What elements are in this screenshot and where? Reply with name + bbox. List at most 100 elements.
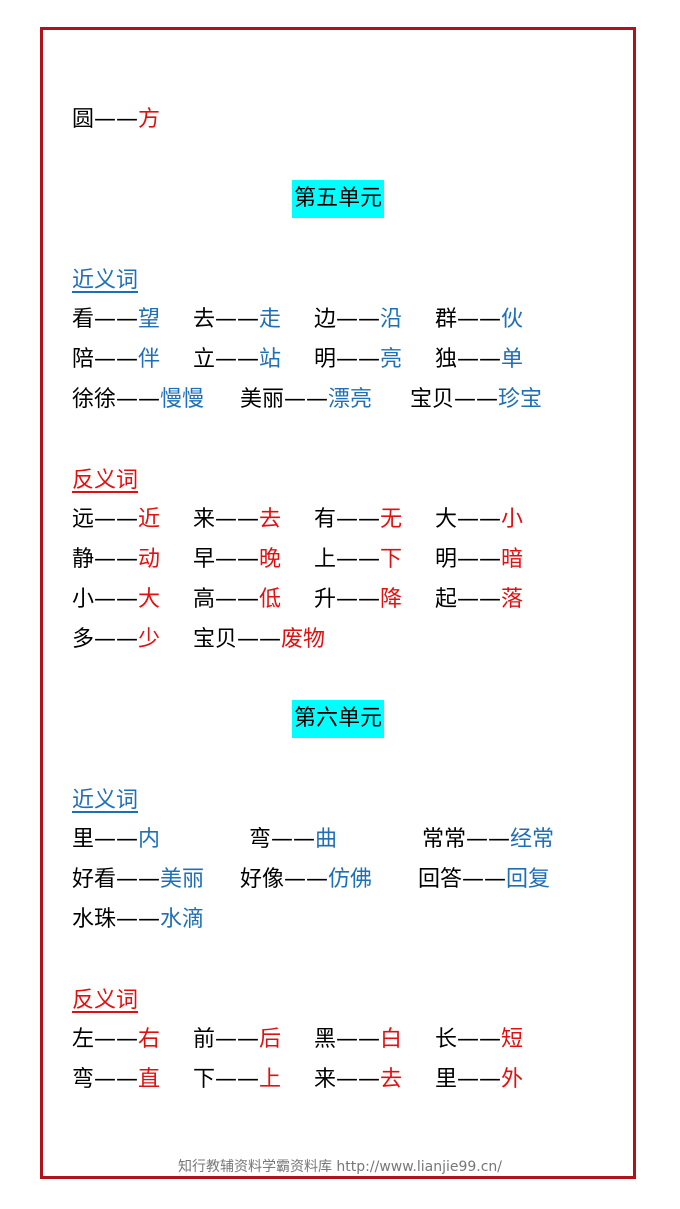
dash: —— xyxy=(215,1027,260,1052)
word: 静 xyxy=(72,547,95,572)
answer-word: 大 xyxy=(138,587,161,612)
answer-word: 美丽 xyxy=(160,867,205,892)
dash: —— xyxy=(457,507,502,532)
answer-word: 少 xyxy=(138,627,161,652)
word-pair: 去——走 xyxy=(193,305,281,335)
dash: —— xyxy=(116,867,161,892)
word: 边 xyxy=(314,307,337,332)
answer-word: 小 xyxy=(501,507,524,532)
word-pair: 宝贝——珍宝 xyxy=(410,385,542,415)
word: 高 xyxy=(193,587,216,612)
answer-word: 直 xyxy=(138,1067,161,1092)
dash: —— xyxy=(457,307,502,332)
answer-word: 方 xyxy=(138,107,161,132)
dash: —— xyxy=(336,547,381,572)
word-pair: 看——望 xyxy=(72,305,160,335)
word: 好看 xyxy=(72,867,117,892)
answer-word: 暗 xyxy=(501,547,524,572)
dash: —— xyxy=(94,307,139,332)
word: 里 xyxy=(435,1067,458,1092)
word: 远 xyxy=(72,507,95,532)
dash: —— xyxy=(336,1067,381,1092)
word: 回答 xyxy=(418,867,463,892)
dash: —— xyxy=(457,547,502,572)
dash: —— xyxy=(336,307,381,332)
word: 有 xyxy=(314,507,337,532)
word-pair: 独——单 xyxy=(435,345,523,375)
answer-word: 外 xyxy=(501,1067,524,1092)
word: 看 xyxy=(72,307,95,332)
word: 好像 xyxy=(240,867,285,892)
word: 黑 xyxy=(314,1027,337,1052)
word-pair: 来——去 xyxy=(314,1065,402,1095)
word-pair: 群——伙 xyxy=(435,305,523,335)
word: 独 xyxy=(435,347,458,372)
answer-word: 沿 xyxy=(380,307,403,332)
dash: —— xyxy=(94,547,139,572)
dash: —— xyxy=(457,347,502,372)
answer-word: 漂亮 xyxy=(328,387,373,412)
word: 下 xyxy=(193,1067,216,1092)
dash: —— xyxy=(284,867,329,892)
word-pair: 里——内 xyxy=(72,825,160,855)
word: 前 xyxy=(193,1027,216,1052)
word-pair: 明——亮 xyxy=(314,345,402,375)
word-pair: 有——无 xyxy=(314,505,402,535)
word: 起 xyxy=(435,587,458,612)
dash: —— xyxy=(116,907,161,932)
word: 美丽 xyxy=(240,387,285,412)
word: 徐徐 xyxy=(72,387,117,412)
word: 宝贝 xyxy=(410,387,455,412)
word: 弯 xyxy=(249,827,272,852)
answer-word: 去 xyxy=(380,1067,403,1092)
dash: —— xyxy=(457,1027,502,1052)
word: 明 xyxy=(314,347,337,372)
answer-word: 伙 xyxy=(501,307,524,332)
dash: —— xyxy=(237,627,282,652)
dash: —— xyxy=(94,827,139,852)
word: 小 xyxy=(72,587,95,612)
word-pair: 多——少 xyxy=(72,625,160,655)
unit-title: 第六单元 xyxy=(292,700,385,738)
word: 长 xyxy=(435,1027,458,1052)
answer-word: 走 xyxy=(259,307,282,332)
dash: —— xyxy=(457,587,502,612)
word-pair: 明——暗 xyxy=(435,545,523,575)
answer-word: 望 xyxy=(138,307,161,332)
word-pair: 上——下 xyxy=(314,545,402,575)
answer-word: 后 xyxy=(259,1027,282,1052)
word-pair: 远——近 xyxy=(72,505,160,535)
word: 常常 xyxy=(422,827,467,852)
dash: —— xyxy=(215,507,260,532)
dash: —— xyxy=(454,387,499,412)
dash: —— xyxy=(94,1027,139,1052)
word-pair: 徐徐——慢慢 xyxy=(72,385,204,415)
word-pair: 黑——白 xyxy=(314,1025,402,1055)
word: 宝贝 xyxy=(193,627,238,652)
word: 群 xyxy=(435,307,458,332)
word-pair: 常常——经常 xyxy=(422,825,554,855)
dash: —— xyxy=(215,587,260,612)
dash: —— xyxy=(116,387,161,412)
word-pair: 里——外 xyxy=(435,1065,523,1095)
answer-word: 经常 xyxy=(510,827,555,852)
antonyms-heading: 反义词 xyxy=(72,988,139,1013)
answer-word: 白 xyxy=(380,1027,403,1052)
word: 升 xyxy=(314,587,337,612)
answer-word: 回复 xyxy=(506,867,551,892)
word-pair: 长——短 xyxy=(435,1025,523,1055)
word-pair: 回答——回复 xyxy=(418,865,550,895)
dash: —— xyxy=(215,547,260,572)
word: 弯 xyxy=(72,1067,95,1092)
answer-word: 降 xyxy=(380,587,403,612)
word-pair: 升——降 xyxy=(314,585,402,615)
word-pair: 美丽——漂亮 xyxy=(240,385,372,415)
antonyms-heading: 反义词 xyxy=(72,468,139,493)
answer-word: 下 xyxy=(380,547,403,572)
word-pair: 早——晚 xyxy=(193,545,281,575)
dash: —— xyxy=(94,347,139,372)
answer-word: 无 xyxy=(380,507,403,532)
word: 多 xyxy=(72,627,95,652)
word-pair: 陪——伴 xyxy=(72,345,160,375)
word: 上 xyxy=(314,547,337,572)
